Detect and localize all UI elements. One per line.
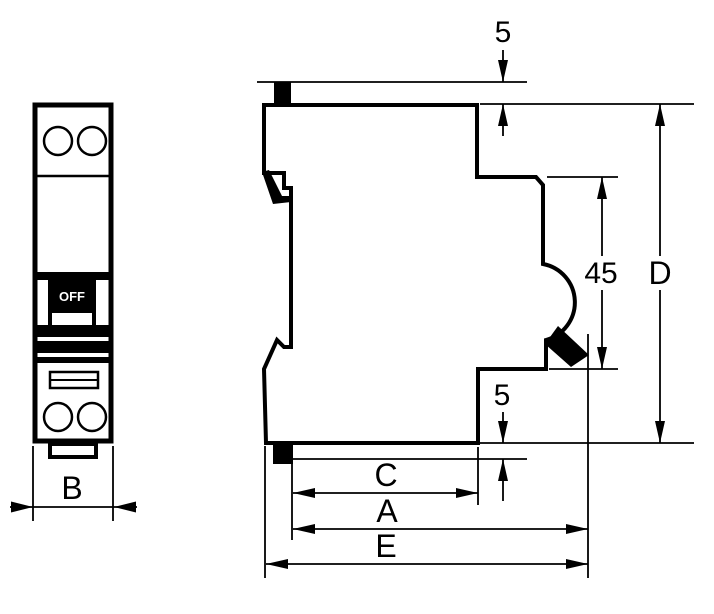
dim-45-label: 45	[584, 257, 617, 290]
dimension-top-5: 5	[257, 16, 694, 136]
front-bottom-screw-right	[76, 401, 108, 433]
dim-b-arrow-right	[114, 501, 136, 513]
toggle-recess-top-bar	[37, 272, 109, 280]
dim-top5-label: 5	[495, 16, 512, 49]
bottom-clip-block	[273, 445, 293, 464]
side-body-outline	[261, 103, 577, 445]
dim-d-label: D	[648, 255, 671, 291]
toggle-handle	[48, 280, 96, 313]
dimension-bottom-5: 5	[293, 379, 527, 501]
dim-bot5-label: 5	[494, 379, 511, 412]
dim-c-label: C	[374, 457, 397, 493]
dimension-depths: C A E	[264, 334, 589, 578]
front-band-3	[37, 357, 109, 363]
dim-b-arrow-left	[11, 501, 33, 513]
toggle-slot-rail-left	[48, 313, 52, 325]
front-top-screw-left	[42, 125, 74, 157]
toggle-slot-rail-right	[92, 313, 96, 325]
din-rail-hook	[262, 170, 291, 204]
toggle-state-label: OFF	[59, 289, 85, 304]
dimension-b: B	[10, 446, 137, 521]
front-view: OFF	[32, 102, 114, 459]
dim-e-label: E	[375, 528, 396, 564]
front-band-2	[37, 341, 109, 353]
dimension-45: 45	[547, 176, 618, 370]
front-top-screw-right	[76, 125, 108, 157]
dim-b-label: B	[61, 470, 82, 506]
dimension-d: D	[480, 104, 694, 444]
top-terminal-screw	[274, 82, 291, 103]
front-bottom-tab	[48, 442, 98, 459]
side-toggle-lever	[545, 326, 589, 367]
side-view	[261, 82, 589, 464]
front-bottom-screw-left	[42, 401, 74, 433]
dim-a-label: A	[376, 493, 398, 529]
front-band-1	[37, 325, 109, 337]
